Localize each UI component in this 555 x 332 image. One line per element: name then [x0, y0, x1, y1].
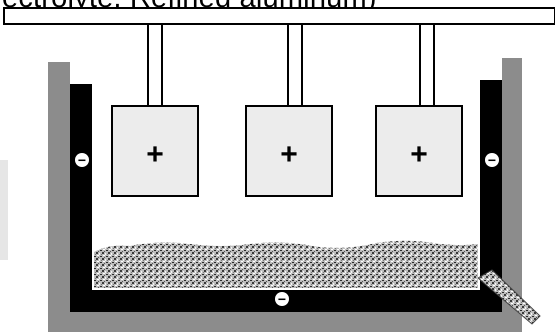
plus-sign-icon: + [280, 138, 298, 171]
bus-bar [3, 7, 555, 25]
minus-sign-icon: − [78, 152, 86, 168]
minus-sign-icon: − [488, 152, 496, 168]
cathode-marker-right: − [485, 152, 499, 168]
anode-block [111, 105, 199, 197]
plus-sign-icon: + [410, 138, 428, 171]
molten-aluminum-layer [94, 240, 478, 288]
cathode-marker-bottom: − [275, 291, 289, 307]
minus-sign-icon: − [278, 291, 286, 307]
anode-block [375, 105, 463, 197]
anode-rods [147, 24, 435, 106]
plus-sign-icon: + [146, 138, 164, 171]
anode-block [245, 105, 333, 197]
cathode-marker-left: − [75, 152, 89, 168]
side-panel [0, 160, 8, 260]
tap-out-stream [478, 270, 540, 324]
